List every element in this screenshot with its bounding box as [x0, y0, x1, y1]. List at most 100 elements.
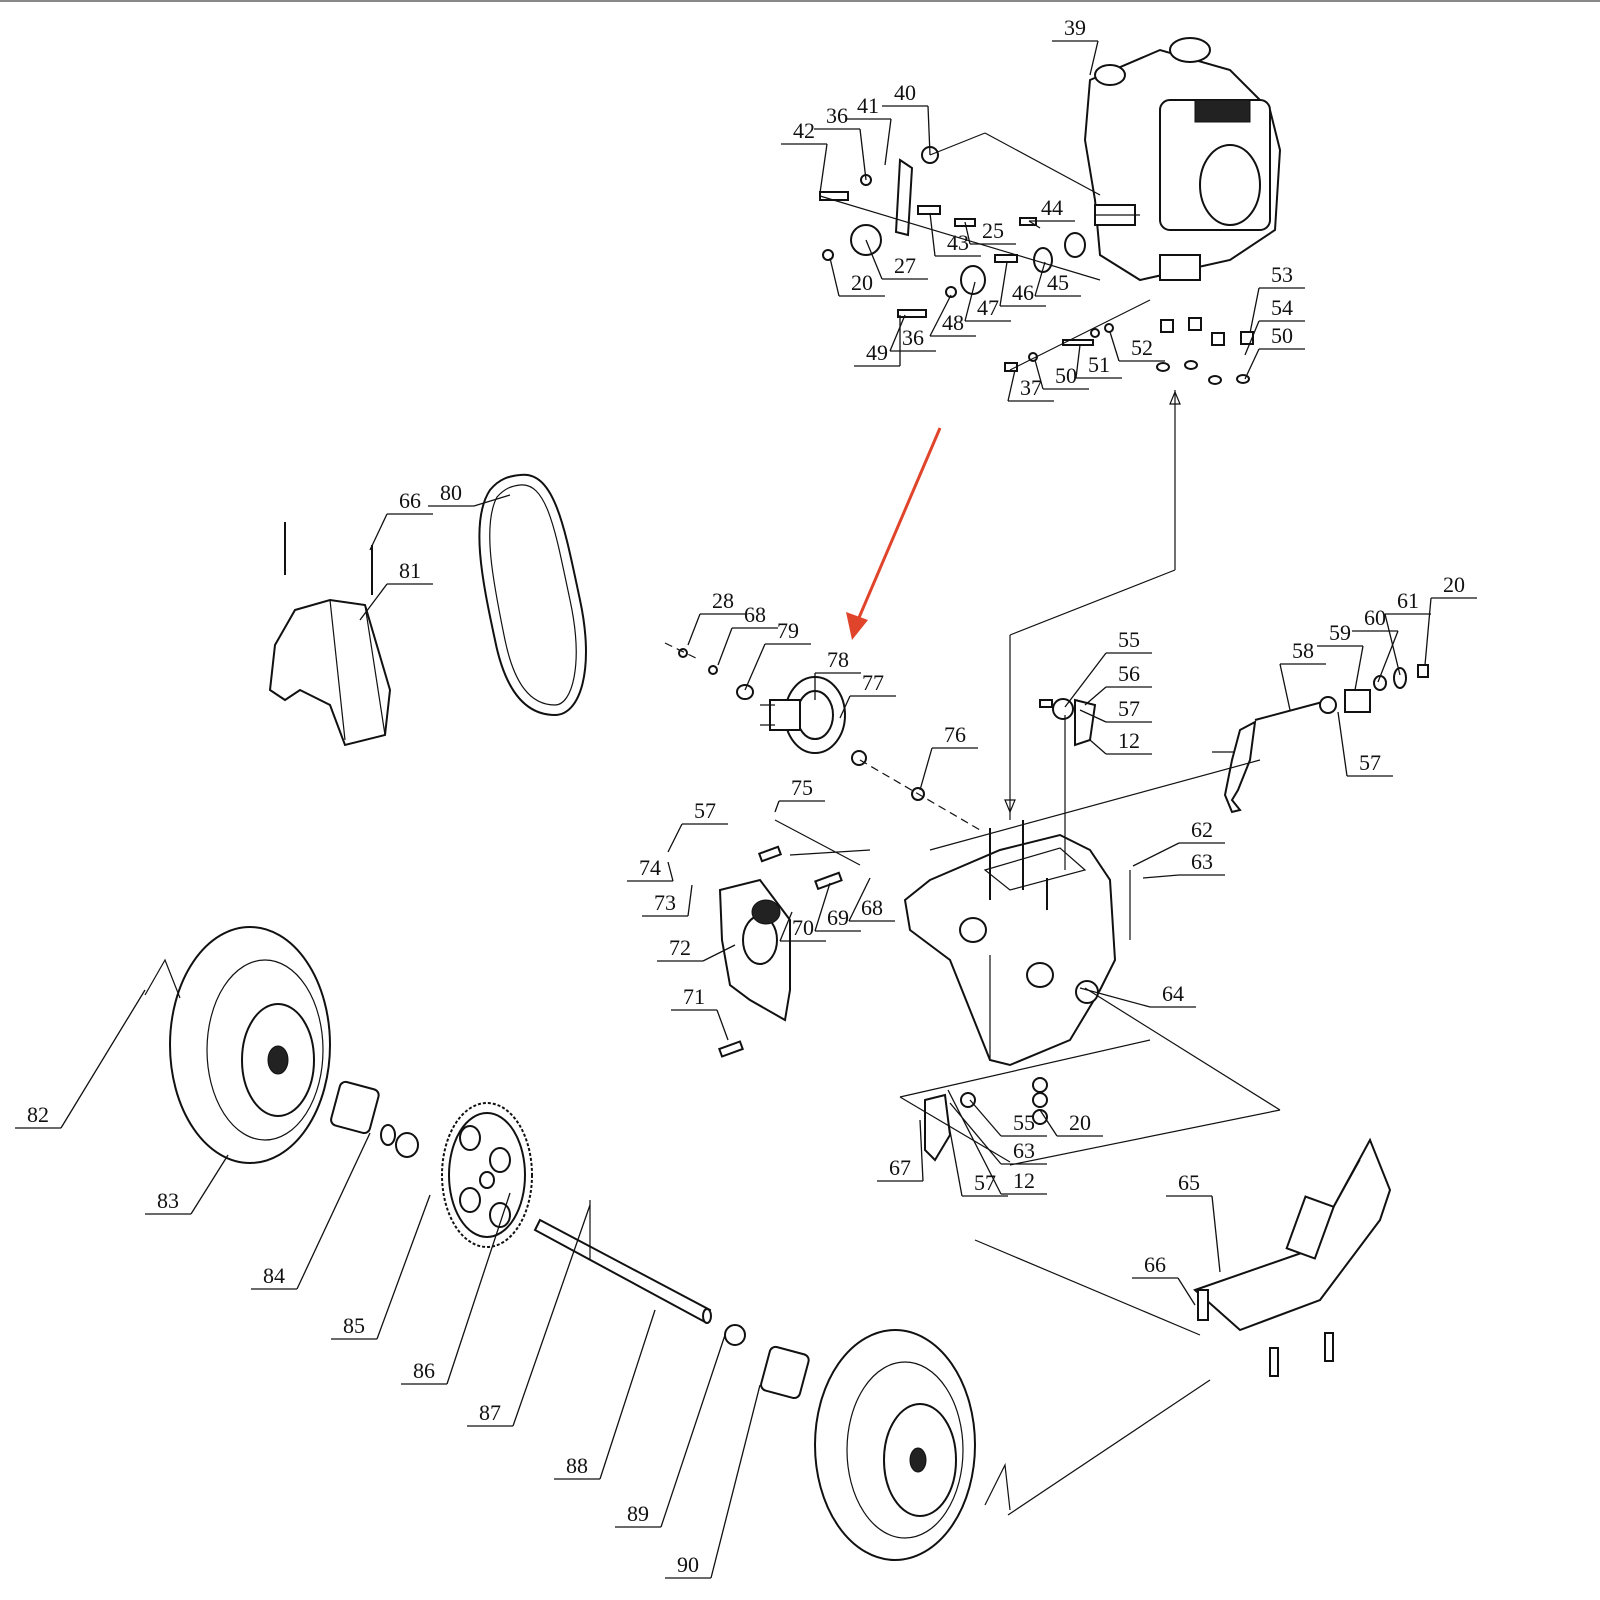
upper-hardware	[819, 132, 1254, 385]
callout-leader	[1244, 348, 1260, 380]
callout-leader	[376, 1194, 431, 1340]
callout-label-36: 36	[826, 103, 848, 128]
callout-label-70: 70	[792, 915, 814, 940]
sprocket-part	[441, 1102, 533, 1248]
callout-label-68: 68	[861, 895, 883, 920]
callout-leader	[687, 613, 701, 646]
callout-label-83: 83	[157, 1188, 179, 1213]
callout-leader	[667, 823, 683, 853]
callout-leader	[1079, 987, 1151, 1008]
callout-label-71: 71	[683, 984, 705, 1009]
callout-label-57: 57	[1359, 750, 1381, 775]
callout-label-84: 84	[263, 1263, 285, 1288]
callout-label-62: 62	[1191, 817, 1213, 842]
callout-label-82: 82	[27, 1102, 49, 1127]
callout-label-43: 43	[947, 230, 969, 255]
highlight-arrow	[846, 427, 942, 640]
callout-label-45: 45	[1047, 270, 1069, 295]
callout-label-86: 86	[413, 1358, 435, 1383]
callout-leader	[949, 1102, 1002, 1165]
callout-label-47: 47	[977, 295, 999, 320]
callout-label-57: 57	[974, 1170, 996, 1195]
callout-leader	[1089, 40, 1099, 76]
highlight-arrow-shaft	[856, 427, 942, 621]
callout-label-28: 28	[712, 588, 734, 613]
callout-leader	[660, 1334, 726, 1528]
callout-label-53: 53	[1271, 262, 1293, 287]
callout-label-74: 74	[639, 855, 661, 880]
callout-leader	[927, 105, 931, 156]
callout-leader	[359, 583, 388, 621]
callout-label-72: 72	[669, 935, 691, 960]
callout-leader	[1084, 686, 1107, 706]
callout-leader	[859, 128, 867, 181]
callout-leader	[839, 695, 851, 719]
shift-rod-part	[1212, 664, 1429, 814]
callout-leader	[1142, 874, 1180, 879]
callout-label-48: 48	[942, 310, 964, 335]
callout-label-85: 85	[343, 1313, 365, 1338]
right-wheel-part	[814, 1329, 1211, 1561]
callout-leader	[1034, 261, 1046, 297]
callout-label-81: 81	[399, 558, 421, 583]
callout-leader	[710, 1384, 761, 1579]
belt-guard-part	[268, 522, 392, 747]
callout-leader	[1279, 663, 1291, 711]
skid-plate-part	[974, 1137, 1392, 1377]
callout-label-76: 76	[944, 722, 966, 747]
callout-label-78: 78	[827, 647, 849, 672]
callout-leader	[1109, 331, 1120, 362]
callout-leader	[1177, 1277, 1196, 1306]
callout-leader	[1424, 597, 1432, 666]
callout-leader	[1244, 320, 1260, 356]
callout-label-54: 54	[1271, 295, 1293, 320]
callout-leader	[947, 1089, 1002, 1195]
callout-leader	[1337, 711, 1348, 777]
callout-leader	[848, 877, 871, 922]
callout-label-49: 49	[866, 340, 888, 365]
callout-label-57: 57	[1118, 696, 1140, 721]
callout-leader	[964, 281, 976, 322]
callout-label-64: 64	[1162, 981, 1184, 1006]
callout-leader	[744, 643, 766, 691]
main-frame-part	[903, 820, 1131, 1067]
callout-leader	[829, 257, 840, 297]
callout-leader	[369, 513, 388, 551]
callout-leader	[687, 884, 693, 917]
callout-label-90: 90	[677, 1552, 699, 1577]
callout-leader	[865, 239, 883, 280]
callout-leader	[1377, 630, 1399, 683]
callout-leader	[716, 1009, 729, 1041]
callout-label-63: 63	[1191, 849, 1213, 874]
callout-label-63: 63	[1013, 1138, 1035, 1163]
callout-leader	[884, 118, 892, 166]
callout-label-46: 46	[1012, 280, 1034, 305]
callout-leader	[1132, 842, 1180, 867]
callout-label-77: 77	[862, 670, 884, 695]
callout-label-56: 56	[1118, 661, 1140, 686]
axle-part	[533, 1200, 810, 1400]
callout-leader	[779, 911, 793, 942]
callout-label-65: 65	[1178, 1170, 1200, 1195]
top-border	[0, 0, 1600, 2]
callout-label-25: 25	[982, 218, 1004, 243]
callout-leader	[929, 294, 952, 337]
callout-label-50: 50	[1055, 363, 1077, 388]
callout-leader	[919, 1119, 924, 1182]
callout-label-20: 20	[851, 270, 873, 295]
callout-label-80: 80	[440, 480, 462, 505]
belt-part	[478, 473, 587, 717]
left-wheel-part	[144, 926, 419, 1164]
callout-label-58: 58	[1292, 638, 1314, 663]
callout-leader	[889, 314, 906, 352]
callout-leader	[774, 800, 780, 813]
callout-label-12: 12	[1013, 1168, 1035, 1193]
callout-label-60: 60	[1364, 605, 1386, 630]
highlight-arrow-head	[846, 612, 868, 640]
callout-leader	[1039, 1109, 1058, 1137]
callout-label-69: 69	[827, 905, 849, 930]
callout-leader	[1064, 652, 1107, 708]
callout-leader	[60, 989, 146, 1129]
